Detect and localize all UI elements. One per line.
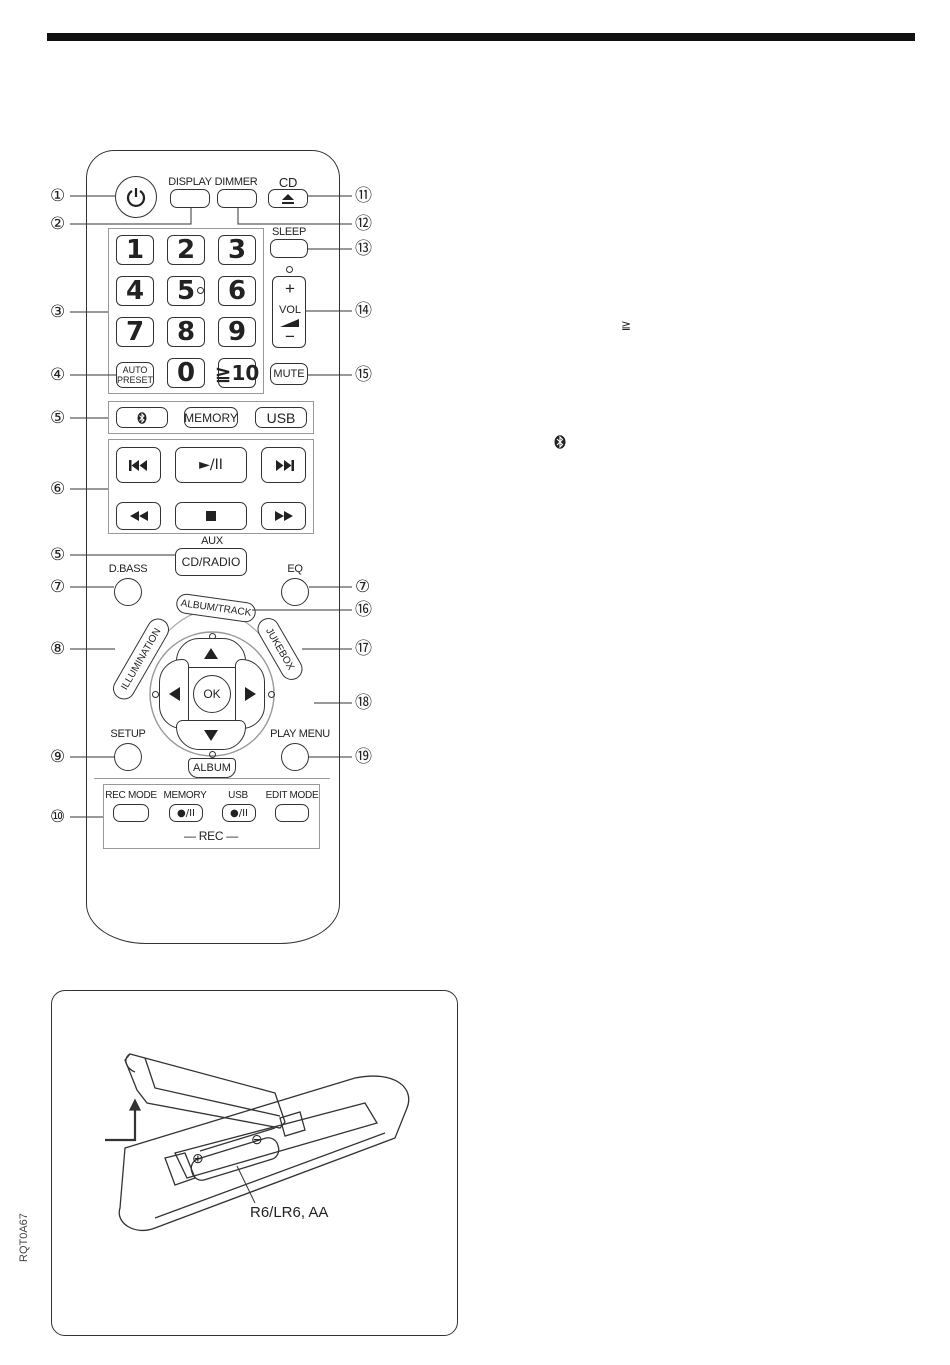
- callout-3: ③: [50, 301, 65, 323]
- callout-9: ⑨: [50, 746, 65, 768]
- callout-12: ⑫: [355, 213, 372, 235]
- callout-18: ⑱: [355, 692, 372, 714]
- callout-7b: ⑦: [355, 576, 370, 598]
- bluetooth-icon: [554, 435, 566, 449]
- callout-11: ⑪: [355, 185, 372, 207]
- callout-2: ②: [50, 213, 65, 235]
- battery-type-label: R6/LR6, AA: [250, 1204, 328, 1221]
- callout-5b: ⑤: [50, 544, 65, 566]
- document-code: RQT0A67: [18, 1202, 30, 1262]
- callout-1: ①: [50, 185, 65, 207]
- callout-4: ④: [50, 364, 65, 386]
- callout-6: ⑥: [50, 478, 65, 500]
- callout-8: ⑧: [50, 638, 65, 660]
- ge-symbol: ≧: [621, 318, 631, 332]
- callout-16: ⑯: [355, 599, 372, 621]
- bluetooth-symbol: [554, 435, 566, 449]
- callout-5a: ⑤: [50, 407, 65, 429]
- callout-10: ⑩: [50, 806, 65, 828]
- callout-14: ⑭: [355, 300, 372, 322]
- callout-7a: ⑦: [50, 576, 65, 598]
- battery-minus: ⊖: [251, 1131, 263, 1148]
- callout-19: ⑲: [355, 746, 372, 768]
- callout-15: ⑮: [355, 364, 372, 386]
- callout-13: ⑬: [355, 238, 372, 260]
- battery-plus: ⊕: [192, 1150, 204, 1167]
- callout-17: ⑰: [355, 638, 372, 660]
- rec-label: — REC —: [166, 829, 256, 843]
